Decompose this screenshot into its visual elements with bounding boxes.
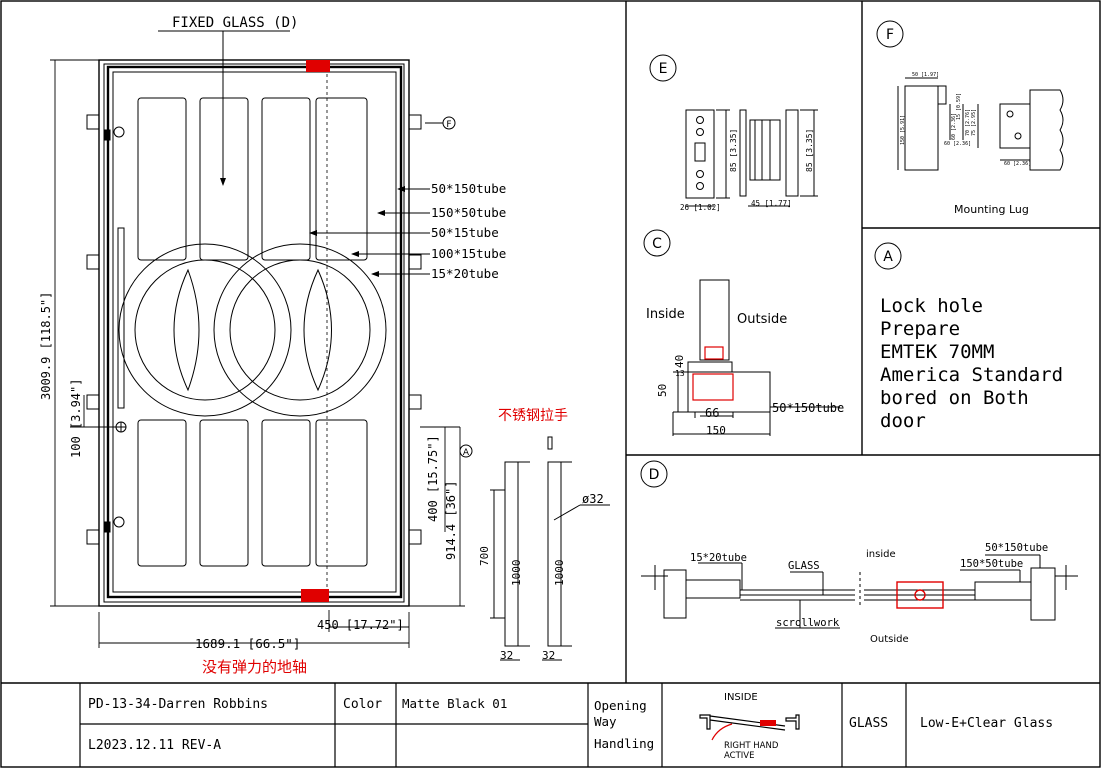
detail-e-dim-45: 45 [1.77] — [751, 199, 792, 208]
detail-d-outside: Outside — [870, 634, 909, 645]
callout-50x15: 50*15tube — [431, 225, 499, 240]
swing-red-mark — [760, 720, 776, 726]
detail-f-dim-70: 70 [2.76] — [965, 109, 971, 136]
color-value: Matte Black 01 — [402, 696, 507, 711]
pivot-blocks — [301, 60, 330, 602]
detail-e-drawing — [649, 54, 818, 207]
detail-a-marker-circle — [874, 242, 902, 270]
detail-f-caption: Mounting Lug — [954, 203, 1029, 216]
detail-d-tube-right: 150*50tube — [960, 558, 1023, 570]
glass-label: GLASS — [849, 716, 888, 731]
revision: L2023.12.11 REV-A — [88, 738, 221, 753]
glass-value: Low-E+Clear Glass — [920, 716, 1053, 731]
detail-a-line-2: Prepare — [880, 318, 960, 340]
handle-dim-a: 400 [15.75"] — [426, 435, 440, 522]
opening-label-1: Opening — [594, 698, 647, 713]
fixed-glass-leader — [158, 30, 290, 186]
handle-dim-b: 914.4 [36"] — [444, 481, 458, 560]
title-block-grid — [79, 683, 907, 767]
detail-c-red-lock — [704, 346, 724, 360]
detail-f-dim-60a: 60 [2.36] — [951, 113, 957, 140]
detail-f-marker: F — [886, 27, 894, 43]
handle-note: 不锈钢拉手 — [498, 408, 568, 424]
detail-d-tube-left: 15*20tube — [690, 552, 747, 564]
swing-hand-1: RIGHT HAND — [724, 741, 779, 751]
detail-d-red-lock — [896, 581, 944, 609]
swing-inside: INSIDE — [724, 692, 758, 703]
handle-dim-700: 700 — [478, 546, 491, 566]
detail-d-glass: GLASS — [788, 560, 820, 572]
detail-a-line-4: America Standard — [880, 364, 1063, 386]
detail-c-dim-66: 66 — [705, 406, 719, 420]
detail-a-line-3: EMTEK 70MM — [880, 341, 994, 363]
swing-hand-2: ACTIVE — [724, 751, 755, 761]
handle-dim-32b: 32 — [542, 649, 555, 662]
elevation-dimensions — [50, 59, 465, 648]
detail-f-dim-50: 50 [1.97] — [912, 72, 939, 78]
door-elevation — [86, 59, 422, 607]
callout-50x150: 50*150tube — [431, 181, 506, 196]
detail-c-drawing — [643, 229, 840, 436]
detail-a-note: Lock hole Prepare EMTEK 70MM America Sta… — [880, 295, 1063, 432]
callout-150x50: 150*50tube — [431, 205, 506, 220]
detail-c-marker: C — [652, 236, 662, 252]
handle-detail — [459, 436, 610, 661]
detail-d-tube-top: 50*150tube — [985, 542, 1048, 554]
detail-a-line-6: door — [880, 410, 926, 432]
detail-d-red-bore — [914, 589, 926, 601]
detail-c-dim-50: 50 — [656, 384, 669, 397]
handle-dim-1000b: 1000 — [553, 560, 566, 587]
detail-f-dim-15: 15 [0.59] — [956, 93, 962, 120]
detail-a-marker: A — [883, 249, 893, 265]
detail-d-marker: D — [649, 467, 660, 483]
handle-offset-dim: 450 [17.72"] — [317, 618, 404, 632]
swing-diagram — [699, 714, 800, 741]
detail-e-dim-85a: 85 [3.35] — [729, 129, 738, 172]
detail-c-dim-40: 40 — [673, 355, 686, 368]
detail-f-drawing — [876, 20, 1064, 171]
detail-c-dim-150: 150 — [706, 424, 726, 437]
detail-c-inside: Inside — [646, 307, 685, 322]
detail-c-outside: Outside — [737, 312, 787, 327]
detail-f-dim-150: 150 [5.91] — [900, 115, 906, 145]
detail-c-dim-13: 13 — [675, 369, 685, 378]
callout-15x20: 15*20tube — [431, 266, 499, 281]
detail-d-inside: inside — [866, 549, 896, 560]
color-label: Color — [343, 697, 382, 712]
lug-marker: F — [446, 120, 451, 130]
detail-a-line-5: bored on Both — [880, 387, 1029, 409]
handle-dim-1000a: 1000 — [510, 560, 523, 587]
detail-e-dim-85b: 85 [3.35] — [805, 129, 814, 172]
fixed-glass-label: FIXED GLASS (D) — [172, 15, 298, 31]
project-name: PD-13-34-Darren Robbins — [88, 697, 268, 712]
detail-f-dim-60b: 60 [2.36] — [944, 141, 971, 147]
callout-100x15: 100*15tube — [431, 246, 506, 261]
detail-e-marker: E — [659, 61, 668, 77]
handle-dim-32a: 32 — [500, 649, 513, 662]
lug-marker-circle — [442, 116, 456, 130]
opening-label-2: Way — [594, 714, 617, 729]
handle-diameter: ø32 — [582, 492, 604, 506]
detail-f-dim-60c: 60 [2.36] — [1004, 161, 1031, 167]
detail-d-drawing — [640, 460, 1078, 629]
height-dim: 3009.9 [118.5"] — [39, 292, 53, 400]
detail-c-red-bore — [692, 373, 734, 401]
detail-e-dim-26: 26 [1.02] — [680, 203, 721, 212]
opening-label-3: Handling — [594, 736, 654, 751]
detail-d-scrollwork: scrollwork — [776, 617, 840, 629]
detail-a-line-1: Lock hole — [880, 295, 983, 317]
lock-height-dim: 100 [3.94"] — [69, 379, 83, 458]
tube-callout-leaders — [309, 186, 430, 277]
detail-c-callout: 50*150tube — [772, 401, 844, 415]
detail-f-dim-75: 75 [2.95] — [971, 109, 977, 136]
width-dim: 1689.1 [66.5"] — [195, 636, 300, 651]
pivot-note: 没有弹力的地轴 — [202, 658, 307, 676]
handle-detail-marker: A — [463, 448, 470, 458]
